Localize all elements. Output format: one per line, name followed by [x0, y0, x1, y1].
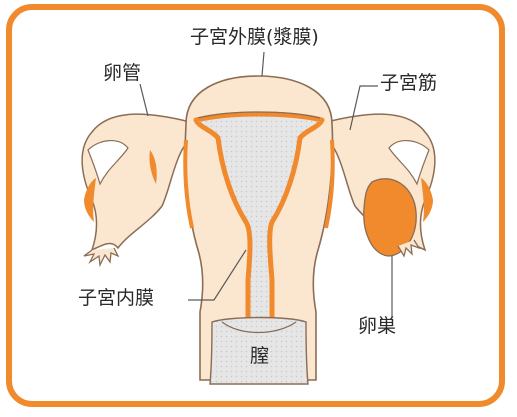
left-fallopian-tube [82, 114, 190, 265]
label-vagina: 膣 [250, 347, 269, 366]
label-myometrium: 子宮筋 [380, 74, 437, 93]
label-endometrium: 子宮内膜 [78, 289, 154, 308]
label-fallopian-tube: 卵管 [103, 64, 141, 83]
label-ovary: 卵巣 [358, 317, 396, 336]
label-outer-membrane: 子宮外膜(漿膜) [190, 28, 319, 47]
